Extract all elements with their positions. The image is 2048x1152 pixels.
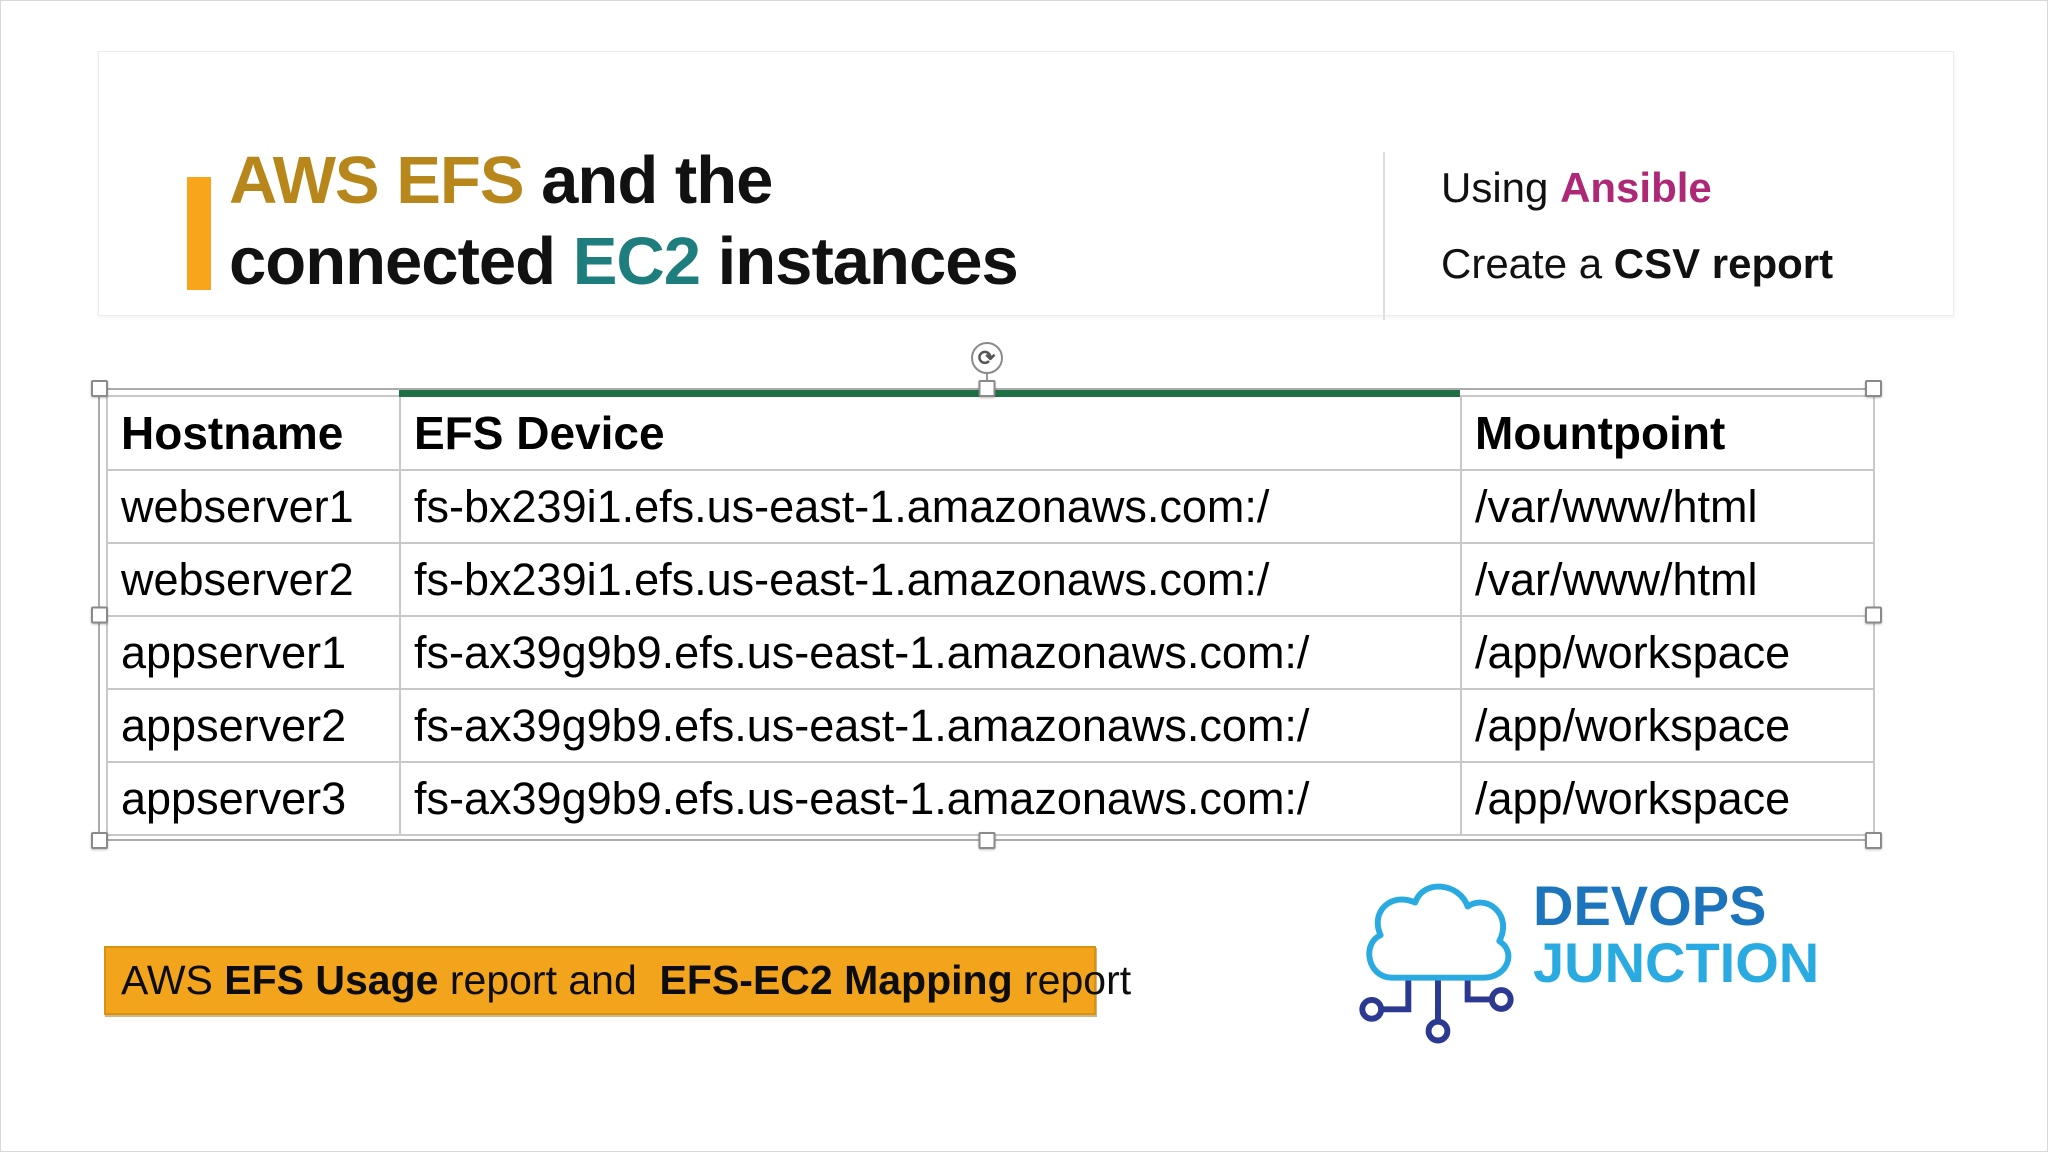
banner-prefix: AWS: [121, 957, 225, 1003]
subtitle-line-2: Create a CSV report: [1441, 240, 1833, 288]
cell-efs-device[interactable]: fs-ax39g9b9.efs.us-east-1.amazonaws.com:…: [399, 615, 1462, 690]
cell-efs-device[interactable]: fs-bx239i1.efs.us-east-1.amazonaws.com:/: [399, 542, 1462, 617]
table-row[interactable]: webserver2 fs-bx239i1.efs.us-east-1.amaz…: [106, 542, 1875, 617]
title-line2-start: connected: [229, 224, 573, 299]
title-teal-text: EC2: [572, 224, 701, 299]
efs-mapping-table[interactable]: Hostname EFS Device Mountpoint webserver…: [106, 395, 1875, 836]
subtitle-line-1: Using Ansible: [1441, 164, 1833, 212]
column-header-mountpoint[interactable]: Mountpoint: [1460, 395, 1875, 471]
subtitle-create-text: Create a: [1441, 240, 1614, 287]
table-row[interactable]: appserver3 fs-ax39g9b9.efs.us-east-1.ama…: [106, 761, 1875, 836]
subtitle-block: Using Ansible Create a CSV report: [1441, 164, 1833, 288]
selection-handle-bottom-right[interactable]: [1865, 832, 1882, 849]
banner-efs-usage-bold: EFS Usage: [224, 957, 439, 1003]
title-line2-rest: instances: [700, 224, 1019, 299]
selection-handle-top-center[interactable]: [978, 380, 995, 397]
rotate-icon: ⟳: [977, 346, 996, 370]
report-banner[interactable]: AWS EFS Usage report and EFS-EC2 Mapping…: [104, 946, 1131, 1015]
cell-hostname[interactable]: appserver3: [106, 761, 401, 836]
logo-text-devops: DEVOPS: [1533, 874, 1767, 937]
cell-efs-device[interactable]: fs-ax39g9b9.efs.us-east-1.amazonaws.com:…: [399, 688, 1462, 763]
cell-mountpoint[interactable]: /var/www/html: [1460, 542, 1875, 617]
table-row[interactable]: webserver1 fs-bx239i1.efs.us-east-1.amaz…: [106, 469, 1875, 544]
banner-middle: report and: [438, 957, 660, 1003]
selection-handle-middle-left[interactable]: [91, 606, 108, 623]
selection-handle-top-left[interactable]: [91, 380, 108, 397]
column-header-efs-device[interactable]: EFS Device: [399, 395, 1462, 471]
cell-mountpoint[interactable]: /app/workspace: [1460, 615, 1875, 690]
devops-junction-logo[interactable]: DEVOPS JUNCTION: [1347, 855, 1907, 1055]
title-line-2: connected EC2 instances: [229, 221, 1019, 302]
selection-handle-bottom-center[interactable]: [978, 832, 995, 849]
cell-mountpoint[interactable]: /var/www/html: [1460, 469, 1875, 544]
title-card[interactable]: AWS EFS and the connected EC2 instances …: [98, 51, 1954, 320]
column-header-hostname[interactable]: Hostname: [106, 395, 401, 471]
selected-column-highlight: [399, 390, 1460, 397]
cell-efs-device[interactable]: fs-bx239i1.efs.us-east-1.amazonaws.com:/: [399, 469, 1462, 544]
table-selection-frame[interactable]: ⟳ Hostname EFS Device Mountpoint webserv…: [91, 342, 1882, 849]
slide-title: AWS EFS and the connected EC2 instances: [229, 140, 1019, 302]
selection-handle-top-right[interactable]: [1865, 380, 1882, 397]
selection-handle-middle-right[interactable]: [1865, 606, 1882, 623]
subtitle-using-text: Using: [1441, 164, 1561, 211]
table-row[interactable]: appserver2 fs-ax39g9b9.efs.us-east-1.ama…: [106, 688, 1875, 763]
logo-text-junction: JUNCTION: [1533, 931, 1820, 994]
cell-hostname[interactable]: appserver2: [106, 688, 401, 763]
table-header-row: Hostname EFS Device Mountpoint: [106, 395, 1875, 471]
logo-wordmark: DEVOPS JUNCTION: [1533, 877, 1819, 991]
rotate-handle[interactable]: ⟳: [970, 342, 1003, 374]
banner-suffix: report: [1012, 957, 1132, 1003]
cloud-circuit-icon: [1359, 883, 1514, 1044]
banner-efs-ec2-mapping-bold: EFS-EC2 Mapping: [659, 957, 1013, 1003]
title-line-1: AWS EFS and the: [229, 140, 1018, 221]
csv-report-bold: CSV report: [1613, 240, 1834, 287]
cell-hostname[interactable]: webserver1: [106, 469, 401, 544]
table-row[interactable]: appserver1 fs-ax39g9b9.efs.us-east-1.ama…: [106, 615, 1875, 690]
cell-efs-device[interactable]: fs-ax39g9b9.efs.us-east-1.amazonaws.com:…: [399, 761, 1462, 836]
cell-hostname[interactable]: webserver2: [106, 542, 401, 617]
ansible-highlight: Ansible: [1560, 164, 1712, 211]
cell-mountpoint[interactable]: /app/workspace: [1460, 688, 1875, 763]
header-divider: [1383, 152, 1385, 320]
selection-handle-bottom-left[interactable]: [91, 832, 108, 849]
title-line1-rest: and the: [523, 143, 773, 218]
cell-hostname[interactable]: appserver1: [106, 615, 401, 690]
cell-mountpoint[interactable]: /app/workspace: [1460, 761, 1875, 836]
title-gold-text: AWS EFS: [229, 143, 525, 218]
title-accent-bar: [187, 177, 211, 290]
